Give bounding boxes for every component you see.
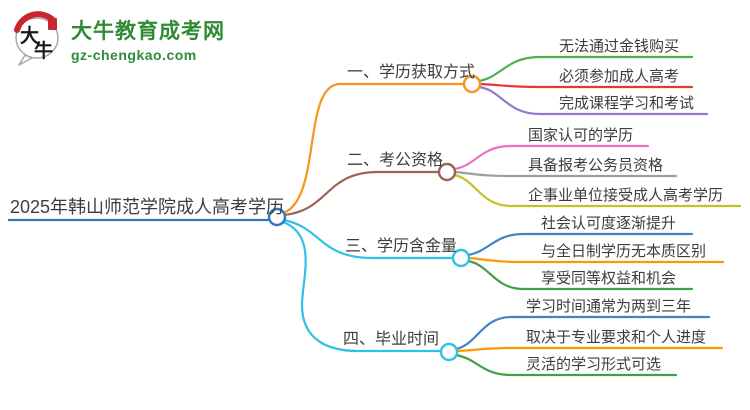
branch-4-child-1: 学习时间通常为两到三年 — [526, 297, 692, 315]
connector-branch-2-child-1 — [452, 144, 650, 171]
branch-3-child-3: 享受同等权益和机会 — [541, 269, 677, 287]
logo-bubble-icon: 大 牛 — [14, 11, 59, 66]
branch-2-child-2: 具备报考公务员资格 — [528, 156, 664, 174]
connector-branch-4-child-1 — [454, 315, 711, 351]
connector-branch-3 — [282, 218, 454, 260]
connector-branch-2 — [282, 170, 440, 217]
branch-1-child-1: 无法通过金钱购买 — [559, 37, 680, 55]
branch-1-child-2: 必须参加成人高考 — [559, 67, 680, 85]
site-logo[interactable]: 大 牛 大牛教育成考网 gz-chengkao.com — [12, 11, 225, 67]
branch-1-child-3: 完成课程学习和考试 — [559, 94, 695, 112]
connector-branch-1-child-3 — [477, 85, 709, 116]
branch-2-circle — [437, 162, 457, 182]
branch-3-child-2: 与全日制学历无本质区别 — [541, 242, 707, 260]
connector-branch-2-child-3 — [452, 173, 742, 208]
connector-branch-3-child-2 — [467, 256, 725, 264]
branch-3-child-1: 社会认可度逐渐提升 — [541, 214, 677, 232]
connector-branch-2-child-2 — [453, 170, 678, 178]
branch-2-child-1: 国家认可的学历 — [528, 126, 634, 144]
branch-4-child-3: 灵活的学习形式可选 — [526, 355, 662, 373]
branch-1-title: 一、学历获取方式 — [347, 63, 476, 81]
svg-text:牛: 牛 — [34, 39, 53, 62]
branch-4-circle — [439, 342, 459, 362]
connector-branch-4-child-3 — [454, 353, 678, 377]
connector-branch-1-child-1 — [477, 55, 694, 83]
connector-branch-3-child-3 — [466, 259, 694, 291]
site-title: 大牛教育成考网 — [71, 20, 225, 43]
site-domain: gz-chengkao.com — [71, 47, 197, 63]
branch-4-title: 四、毕业时间 — [343, 330, 440, 348]
root-node-circle — [267, 207, 287, 227]
connector-branch-1-child-2 — [478, 82, 694, 89]
branch-2-title: 二、考公资格 — [347, 151, 444, 169]
branch-4-child-2: 取决于专业要求和个人进度 — [526, 328, 707, 346]
branch-3-circle — [451, 248, 471, 268]
branch-1-circle — [462, 74, 482, 94]
root-node-label: 2025年韩山师范学院成人高考学历 — [10, 197, 285, 218]
branch-3-title: 三、学历含金量 — [345, 237, 458, 255]
connector-branch-1 — [281, 82, 466, 215]
connector-branch-3-child-1 — [466, 232, 694, 257]
connector-branch-4 — [281, 220, 443, 353]
branch-2-child-3: 企事业单位接受成人高考学历 — [528, 186, 724, 204]
svg-text:大: 大 — [20, 24, 39, 47]
connector-branch-4-child-2 — [455, 346, 724, 353]
